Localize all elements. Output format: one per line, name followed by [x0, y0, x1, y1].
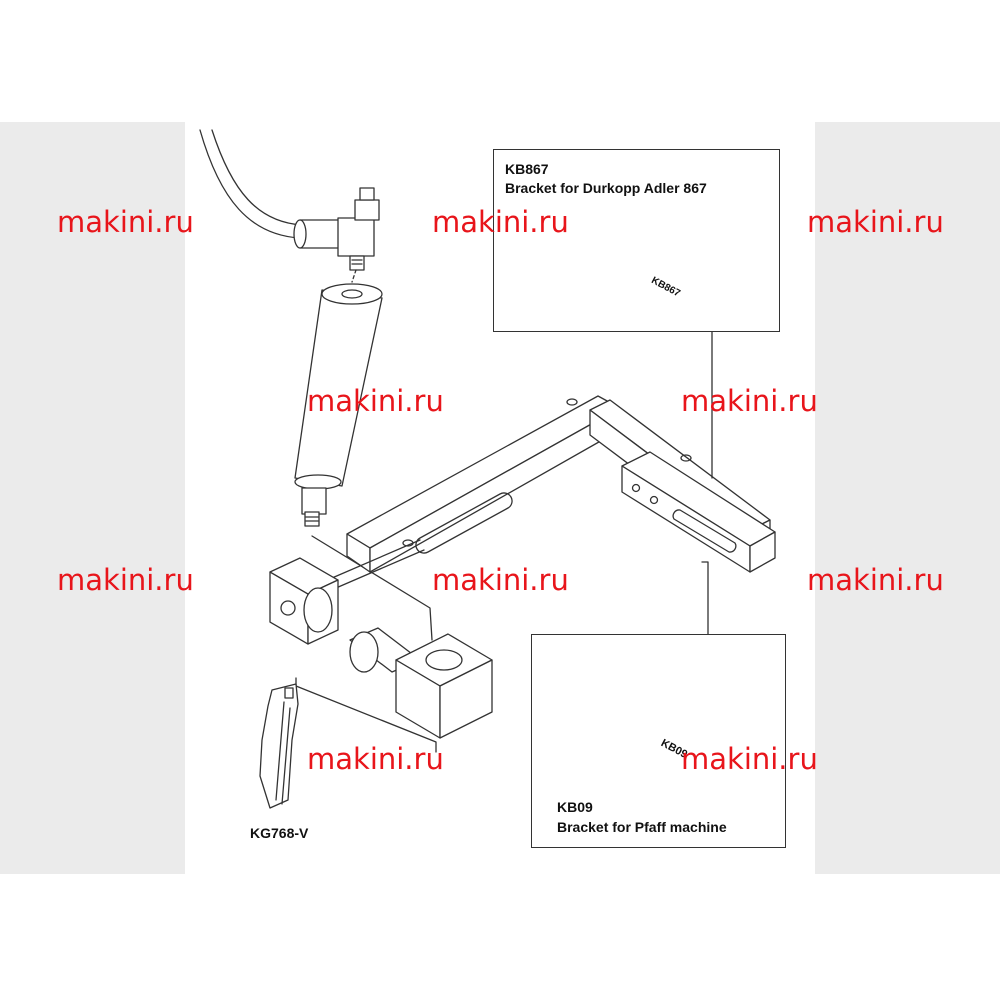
kb867-code: KB867 — [505, 161, 549, 177]
kb867-callout-box — [493, 149, 780, 332]
watermark-2: makini.ru — [432, 205, 569, 239]
watermark-8: makini.ru — [807, 563, 944, 597]
watermark-3: makini.ru — [807, 205, 944, 239]
watermark-7: makini.ru — [432, 563, 569, 597]
right-gray-band — [815, 122, 1000, 874]
kb09-description: Bracket for Pfaff machine — [557, 819, 727, 835]
watermark-4: makini.ru — [307, 384, 444, 418]
knife-holder-block — [395, 633, 493, 739]
kb09-code: KB09 — [557, 799, 593, 815]
clamp-block — [269, 557, 339, 645]
pneumatic-cylinder — [294, 283, 383, 527]
guide-rod — [331, 539, 425, 589]
kb867-description: Bracket for Durkopp Adler 867 — [505, 180, 707, 196]
rail-bracket-plate — [621, 451, 776, 573]
watermark-1: makini.ru — [57, 205, 194, 239]
kb09-callout-box — [531, 634, 786, 848]
left-gray-band — [0, 122, 185, 874]
watermark-10: makini.ru — [681, 742, 818, 776]
blade-label: KG768-V — [250, 825, 309, 841]
watermark-9: makini.ru — [307, 742, 444, 776]
hose-fitting — [293, 187, 380, 271]
watermark-5: makini.ru — [681, 384, 818, 418]
knife-blade — [259, 683, 299, 809]
watermark-6: makini.ru — [57, 563, 194, 597]
kb09-leader-line — [701, 561, 709, 635]
air-hose — [199, 129, 303, 239]
